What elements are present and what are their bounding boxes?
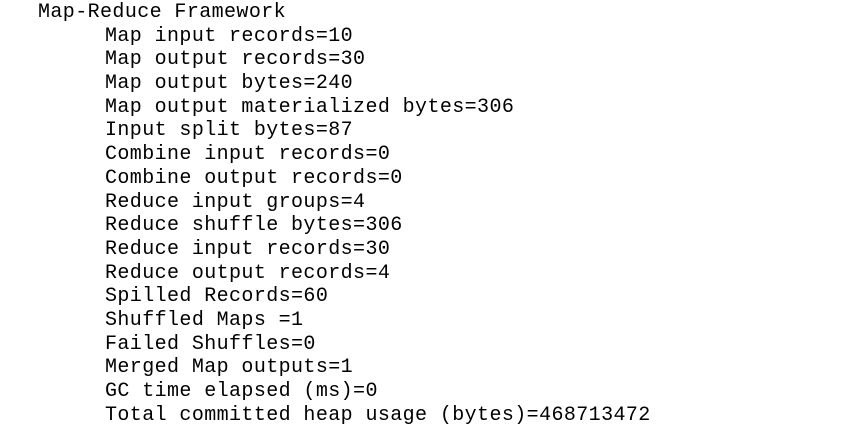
counter-line: Map output bytes=240 xyxy=(105,72,354,96)
counter-line: Map input records=10 xyxy=(105,24,354,48)
counter-line: GC time elapsed (ms)=0 xyxy=(105,380,378,403)
counter-line: Total committed heap usage (bytes)=46871… xyxy=(105,403,651,427)
counter-line: Reduce output records=4 xyxy=(105,261,391,285)
counter-group-title: Map-Reduce Framework xyxy=(38,1,287,24)
counter-line: Reduce shuffle bytes=306 xyxy=(105,214,403,238)
counter-line: Shuffled Maps =1 xyxy=(105,308,304,332)
counter-line: Reduce input records=30 xyxy=(105,237,391,261)
counter-line: Failed Shuffles=0 xyxy=(105,332,316,356)
counter-line: Combine output records=0 xyxy=(105,166,403,190)
counter-line: Combine input records=0 xyxy=(105,143,391,167)
counter-line: Input split bytes=87 xyxy=(105,119,354,143)
counter-line: Map output records=30 xyxy=(105,48,366,72)
counter-line: Merged Map outputs=1 xyxy=(105,356,354,380)
counter-line: Spilled Records=60 xyxy=(105,285,329,309)
counter-line: Map output materialized bytes=306 xyxy=(105,95,515,119)
counter-line: Reduce input groups=4 xyxy=(105,190,366,214)
